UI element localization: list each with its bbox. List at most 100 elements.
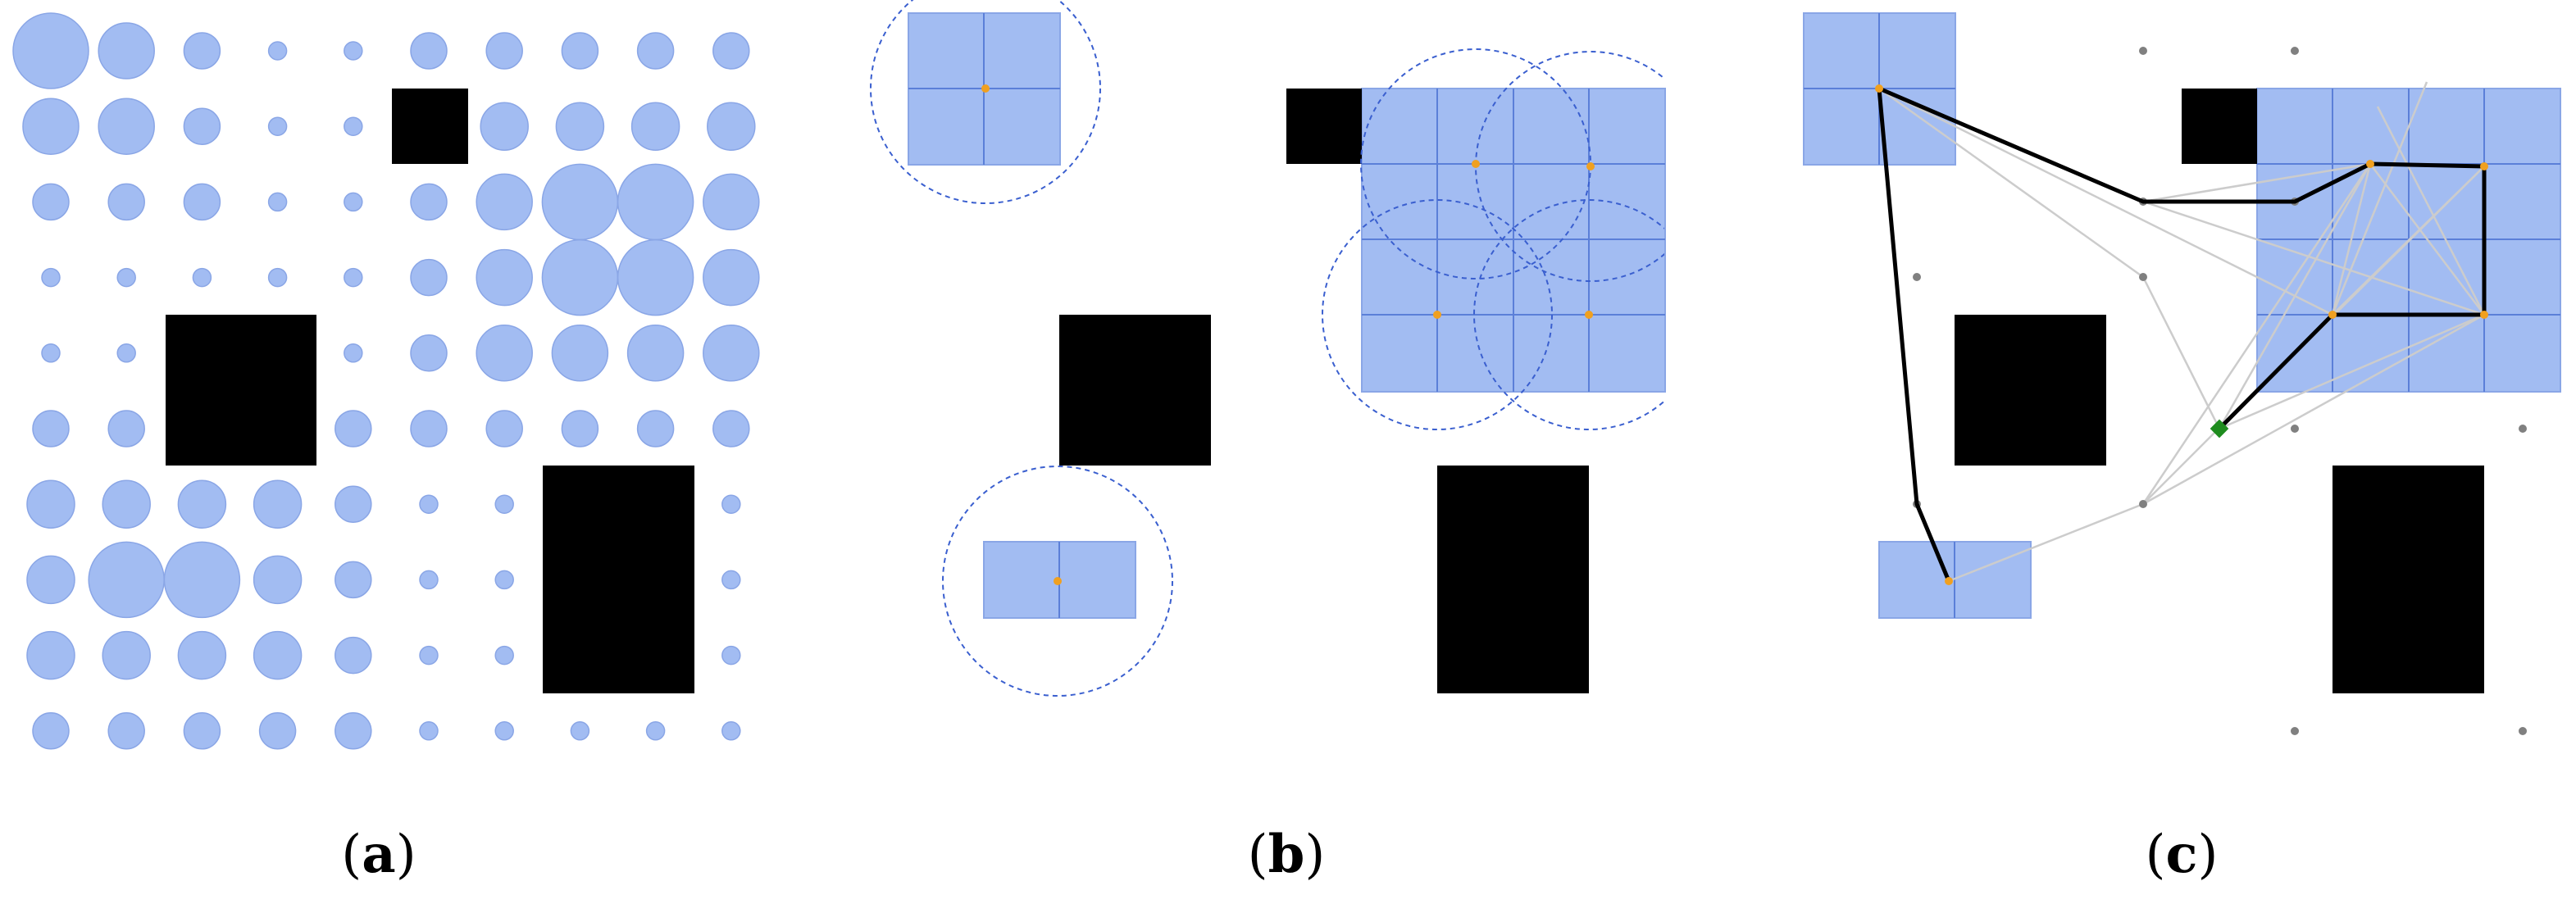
- coverage-circle: [253, 630, 303, 680]
- coverage-circle: [335, 410, 372, 447]
- caption-b: (b): [1248, 824, 1326, 885]
- coverage-circle: [494, 721, 514, 741]
- coverage-circle: [26, 555, 75, 605]
- coverage-circle: [267, 116, 288, 136]
- sensing-range-circle: [870, 0, 1101, 204]
- coverage-circle: [253, 555, 303, 605]
- coverage-circle: [335, 485, 372, 523]
- graph-edge: [2219, 313, 2485, 430]
- coverage-circle: [32, 712, 70, 750]
- coverage-circle: [721, 570, 741, 590]
- coverage-circle: [703, 325, 760, 382]
- coverage-circle: [26, 630, 75, 680]
- coverage-circle: [645, 721, 666, 741]
- coverage-circle: [541, 238, 619, 316]
- sensing-range-circle: [1322, 199, 1553, 430]
- obstacle: [543, 466, 694, 693]
- coverage-circle: [98, 98, 155, 155]
- coverage-circle: [344, 41, 363, 61]
- coverage-circle: [712, 410, 750, 447]
- region-bottom-left: [1878, 541, 2032, 619]
- coverage-circle: [335, 561, 372, 599]
- coverage-circle: [410, 183, 448, 221]
- panel-b-sensor-regions: [870, 0, 1666, 697]
- sensor-point: [1054, 577, 1062, 585]
- coverage-circle: [183, 183, 221, 221]
- coverage-circle: [419, 570, 439, 590]
- graph-edge: [2332, 166, 2485, 316]
- graph-edges: [1878, 81, 2486, 583]
- obstacle: [392, 89, 468, 164]
- coverage-circle: [183, 107, 221, 145]
- coverage-circle: [183, 32, 221, 70]
- graph-edge: [2218, 163, 2372, 429]
- coverage-circle: [570, 721, 590, 741]
- coverage-circle: [116, 343, 136, 363]
- coverage-circle: [636, 32, 675, 70]
- coverage-circle: [617, 163, 694, 241]
- coverage-circle: [485, 410, 523, 447]
- coverage-circle: [163, 541, 241, 619]
- coverage-circle: [707, 102, 756, 151]
- coverage-circle: [192, 267, 212, 288]
- waypoint: [2139, 273, 2147, 281]
- obstacle: [1955, 315, 2106, 466]
- coverage-circle: [26, 479, 75, 529]
- coverage-circle: [721, 494, 741, 514]
- coverage-circle: [476, 173, 533, 231]
- coverage-circle: [32, 410, 70, 447]
- graph-edge: [2331, 81, 2428, 316]
- graph-edge: [2142, 200, 2485, 316]
- coverage-circle: [703, 173, 760, 231]
- coverage-circle: [32, 183, 70, 221]
- waypoint: [2519, 425, 2527, 433]
- start-node-diamond: [2210, 419, 2229, 438]
- coverage-circle: [419, 494, 439, 514]
- waypoint: [1913, 273, 1921, 281]
- coverage-circle: [102, 630, 151, 680]
- obstacle: [1059, 315, 1211, 466]
- coverage-circle: [410, 334, 448, 372]
- coverage-circle: [561, 32, 599, 70]
- waypoint: [2291, 47, 2299, 55]
- coverage-circle: [541, 163, 619, 241]
- waypoint: [2291, 425, 2299, 433]
- sensor-point: [1945, 577, 1953, 585]
- coverage-circle: [335, 712, 372, 750]
- coverage-circle: [494, 570, 514, 590]
- coverage-circle: [177, 630, 227, 680]
- coverage-circle: [476, 325, 533, 382]
- coverage-circle: [116, 267, 136, 288]
- coverage-circle: [253, 479, 303, 529]
- coverage-circle: [102, 479, 151, 529]
- graph-edge: [1878, 87, 2333, 316]
- coverage-circle: [617, 238, 694, 316]
- graph-edge: [2331, 163, 2372, 316]
- caption-c: (c): [2146, 824, 2219, 885]
- coverage-circle: [335, 636, 372, 675]
- waypoint: [2139, 500, 2147, 508]
- coverage-circle: [476, 248, 533, 307]
- obstacles: [1059, 89, 1589, 693]
- planned-path: [1877, 86, 2487, 582]
- panel-a-coverage-map: [12, 12, 760, 750]
- graph-edge: [2369, 163, 2485, 316]
- coverage-circle: [41, 267, 61, 288]
- coverage-circle: [258, 712, 297, 750]
- obstacle: [2333, 466, 2484, 693]
- coverage-circle: [712, 32, 750, 70]
- waypoint: [2291, 727, 2299, 735]
- coverage-circle: [555, 102, 605, 151]
- sensor-point: [1433, 311, 1441, 319]
- waypoint: [2519, 727, 2527, 735]
- sensor-point: [1585, 311, 1593, 319]
- sensor-point: [981, 84, 990, 93]
- coverage-circle: [88, 541, 165, 619]
- sensing-range-circle: [942, 466, 1173, 697]
- coverage-circle: [267, 267, 288, 288]
- waypoint: [2139, 47, 2147, 55]
- obstacles: [166, 89, 694, 693]
- coverage-circle: [626, 325, 685, 382]
- obstacles: [1955, 89, 2484, 693]
